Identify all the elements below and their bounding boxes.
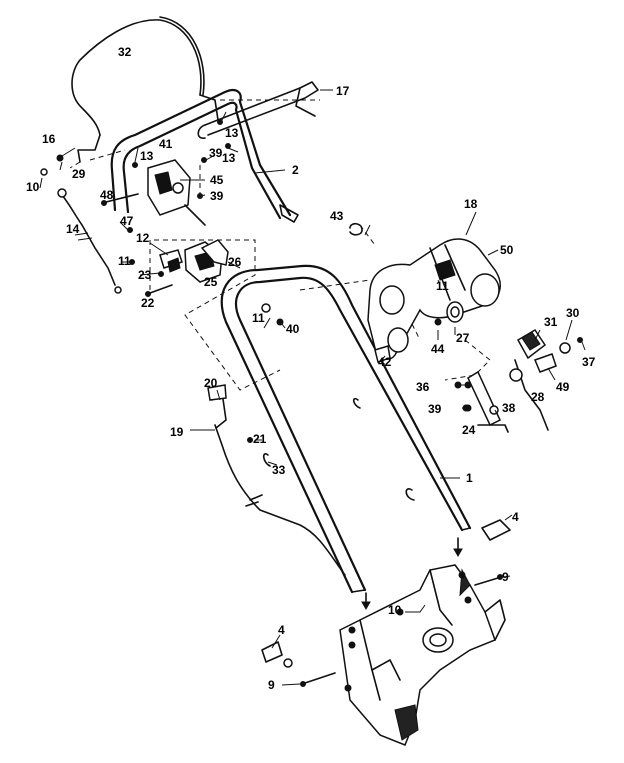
label-20: 20 [204, 376, 218, 390]
label-9-left: 9 [268, 678, 275, 692]
label-19: 19 [170, 425, 184, 439]
label-45: 45 [210, 173, 224, 187]
label-4-right: 4 [512, 510, 519, 524]
label-26: 26 [228, 255, 242, 269]
cable-14 [61, 194, 122, 294]
clip-12 [159, 249, 183, 273]
insert-arrows [361, 537, 463, 611]
part-labels: 32 17 16 13 13 13 41 39 2 10 29 45 48 39… [26, 45, 596, 692]
bolt-9 [283, 574, 503, 687]
label-10-a: 10 [26, 180, 40, 194]
clip-43 [349, 222, 363, 236]
upper-handle-2 [110, 88, 299, 223]
wire-clip-4 [261, 519, 511, 663]
label-14: 14 [66, 222, 80, 236]
lower-handle-1 [220, 264, 472, 594]
label-29: 29 [72, 167, 86, 181]
clip-20 [207, 384, 227, 401]
leader-lines [39, 89, 586, 686]
control-bracket-41 [147, 159, 206, 226]
label-31: 31 [544, 315, 558, 329]
label-13-b: 13 [140, 149, 154, 163]
clutch-assembly-31 [509, 328, 583, 431]
label-36: 36 [416, 380, 430, 394]
label-11-c: 11 [252, 311, 265, 325]
label-40: 40 [286, 322, 300, 336]
label-49: 49 [556, 380, 570, 394]
label-47: 47 [120, 214, 134, 228]
label-44: 44 [431, 342, 445, 356]
label-33: 33 [272, 463, 286, 477]
label-11-b: 11 [436, 279, 449, 293]
deck-housing [339, 564, 506, 746]
label-9-right: 9 [502, 570, 509, 584]
label-22: 22 [141, 296, 155, 310]
label-37: 37 [582, 355, 596, 369]
bail-17 [197, 81, 319, 139]
label-25: 25 [204, 275, 218, 289]
label-30: 30 [566, 306, 580, 320]
label-10-b: 10 [388, 603, 402, 617]
label-27: 27 [456, 331, 470, 345]
label-38: 38 [502, 401, 516, 415]
label-39-c: 39 [428, 402, 442, 416]
alignment-lines [89, 99, 491, 391]
label-43: 43 [330, 209, 344, 223]
bushing-27 [434, 301, 464, 326]
label-23: 23 [138, 268, 152, 282]
label-18: 18 [464, 197, 478, 211]
label-1: 1 [466, 471, 473, 485]
label-24: 24 [462, 423, 476, 437]
adjuster-bracket-25 [184, 239, 229, 283]
label-39-a: 39 [209, 146, 223, 160]
control-cable-32 [69, 16, 219, 169]
label-50: 50 [500, 243, 514, 257]
label-2: 2 [292, 163, 299, 177]
label-28: 28 [531, 390, 545, 404]
label-42: 42 [378, 355, 392, 369]
label-21: 21 [253, 432, 267, 446]
label-17: 17 [336, 84, 350, 98]
label-13-c: 13 [222, 151, 236, 165]
label-32: 32 [118, 45, 132, 59]
label-48: 48 [100, 188, 114, 202]
label-11-a: 11 [118, 254, 131, 268]
label-41: 41 [159, 137, 173, 151]
label-16: 16 [42, 132, 56, 146]
fasteners [40, 119, 470, 443]
label-39-b: 39 [210, 189, 224, 203]
label-12: 12 [136, 231, 150, 245]
control-housing-18 [367, 238, 501, 360]
spacer-42 [374, 345, 391, 363]
cable-19-33 [211, 391, 415, 576]
label-13-a: 13 [225, 126, 239, 140]
label-4-left: 4 [278, 623, 285, 637]
